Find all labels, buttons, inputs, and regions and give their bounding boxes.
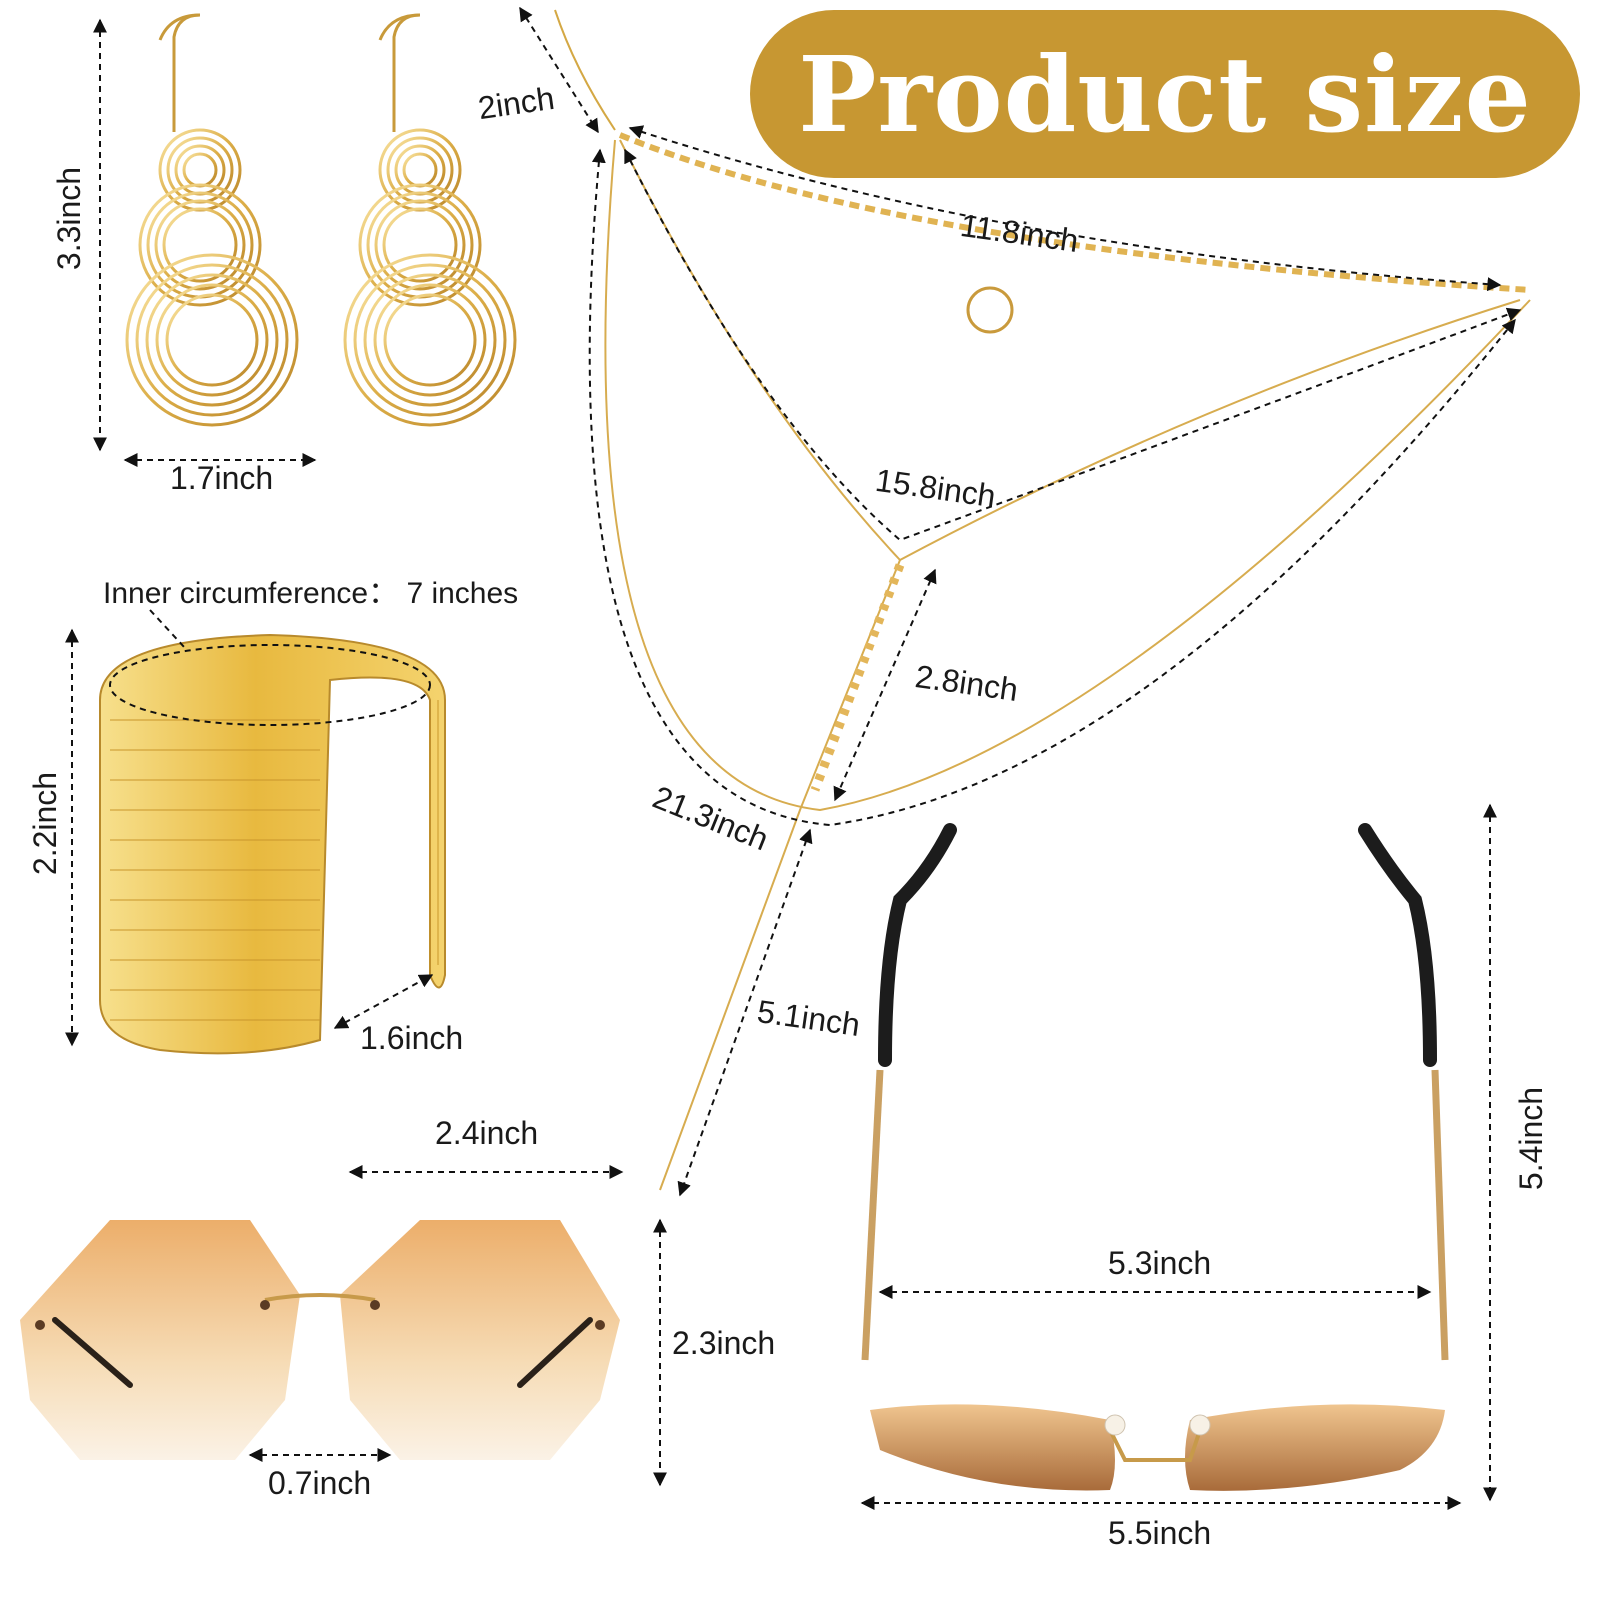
cuff-height-label: 2.2inch bbox=[27, 771, 64, 876]
body-chain bbox=[554, 9, 1531, 1191]
top-frame-width-label: 5.5inch bbox=[1108, 1515, 1212, 1551]
sunglasses-front bbox=[20, 1220, 620, 1460]
top-temple-length-label: 5.4inch bbox=[1513, 1086, 1550, 1191]
front-lens-height-label: 2.3inch bbox=[672, 1325, 776, 1361]
product-size-banner: Product size bbox=[750, 10, 1580, 178]
top-inner-width-label: 5.3inch bbox=[1108, 1245, 1212, 1281]
sunglasses-top bbox=[861, 823, 1449, 1491]
earring-right bbox=[343, 13, 517, 427]
earring-dimension-lines bbox=[93, 18, 317, 467]
front-bridge-label: 0.7inch bbox=[268, 1465, 372, 1501]
chain-dimension-lines bbox=[519, 6, 1522, 1197]
front-lens-width-label: 2.4inch bbox=[435, 1115, 539, 1151]
cuff-bracelet bbox=[99, 633, 446, 1055]
cuff-dimension-lines bbox=[65, 609, 434, 1047]
cuff-inner-circumference-label: Inner circumference： 7 inches bbox=[103, 577, 519, 610]
top-glasses-dimension-lines bbox=[860, 803, 1497, 1510]
banner-title: Product size bbox=[798, 32, 1532, 156]
earring-width-label: 1.7inch bbox=[170, 460, 274, 496]
earring-left bbox=[125, 13, 299, 427]
cuff-opening-label: 1.6inch bbox=[360, 1020, 464, 1056]
front-glasses-dimension-lines bbox=[248, 1165, 667, 1487]
earring-height-label: 3.3inch bbox=[51, 166, 88, 271]
